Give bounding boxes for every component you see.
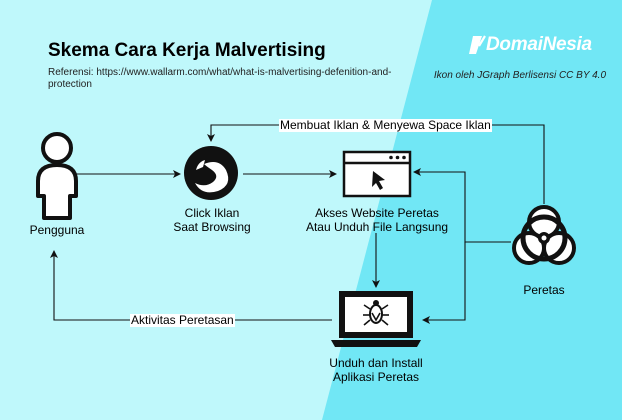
- label-website-line1: Akses Website Peretas: [315, 206, 439, 220]
- reference-text: Referensi: https://www.wallarm.com/what/…: [48, 67, 392, 90]
- label-laptop: Unduh dan Install Aplikasi Peretas: [306, 356, 446, 384]
- biohazard-icon: [512, 205, 576, 265]
- firefox-icon: [184, 146, 238, 200]
- user-icon: [36, 132, 78, 220]
- label-browser: Click Iklan Saat Browsing: [150, 206, 274, 234]
- label-website: Akses Website Peretas Atau Unduh File La…: [296, 206, 458, 234]
- label-laptop-line1: Unduh dan Install: [329, 356, 423, 370]
- edge-hacker-to-website: [413, 168, 511, 243]
- label-user: Pengguna: [29, 223, 85, 237]
- edge-label-bottom: Aktivitas Peretasan: [130, 313, 235, 327]
- label-hacker: Peretas: [523, 283, 565, 297]
- brand-name: DomaiNesia: [486, 34, 592, 55]
- browser-window-icon: [342, 150, 412, 198]
- laptop-bug-icon: [331, 291, 421, 347]
- label-browser-line2: Saat Browsing: [173, 220, 251, 234]
- label-laptop-line2: Aplikasi Peretas: [332, 370, 420, 384]
- edge-hacker-to-laptop: [422, 242, 466, 324]
- brand-logo: DomaiNesia: [468, 34, 592, 56]
- page-title: Skema Cara Kerja Malvertising: [48, 40, 326, 61]
- label-website-line2: Atau Unduh File Langsung: [305, 220, 449, 234]
- domainesia-logo-icon: [469, 35, 486, 54]
- icon-credit: Ikon oleh JGraph Berlisensi CC BY 4.0: [433, 70, 606, 81]
- edge-laptop-to-user: [50, 250, 332, 321]
- edge-label-top: Membuat Iklan & Menyewa Space Iklan: [279, 118, 492, 132]
- label-browser-line1: Click Iklan: [184, 206, 240, 220]
